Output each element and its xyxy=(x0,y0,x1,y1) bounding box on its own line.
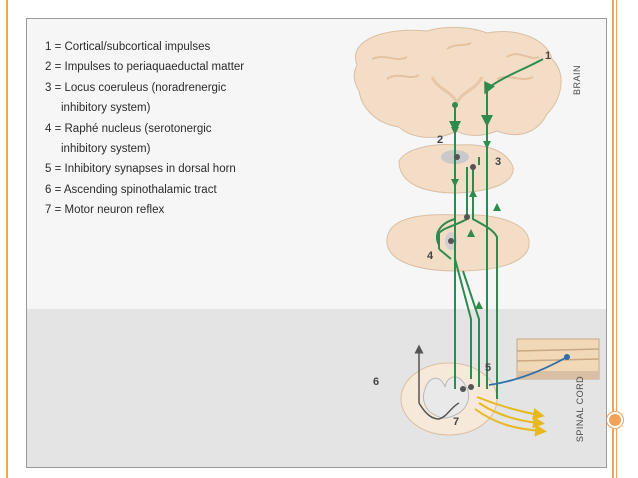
brain-section xyxy=(353,26,562,138)
legend-item-4-cont: inhibitory system) xyxy=(61,143,151,156)
spinal-cord-label: SPINAL CORD xyxy=(575,375,586,443)
legend: 1 = Cortical/subcortical impulses 2 = Im… xyxy=(45,37,244,221)
legend-item-2: 2 = Impulses to periaquaeductal matter xyxy=(45,61,245,74)
legend-item-1: 1 = Cortical/subcortical impulses xyxy=(45,41,211,53)
ascending-tract-loop xyxy=(418,402,460,420)
motor-reflex-arrows xyxy=(474,396,547,437)
pain-pathway-figure: 1 = Cortical/subcortical impulses 2 = Im… xyxy=(26,18,607,468)
marker-1: 1 xyxy=(545,50,551,62)
spinal-section-background xyxy=(27,309,606,467)
midbrain-section xyxy=(398,144,514,194)
marker-3: 3 xyxy=(495,156,501,168)
sensory-fiber xyxy=(488,356,568,386)
slide-border-right-inner xyxy=(616,0,617,478)
legend-item-3-cont: inhibitory system) xyxy=(61,102,151,115)
slide-border-right xyxy=(612,0,614,478)
legend-item-3: 3 = Locus coeruleus (noradrenergic xyxy=(45,81,227,94)
pathway-diagram: 1 2 3 4 5 6 7 xyxy=(353,26,600,437)
marker-6: 6 xyxy=(373,376,379,388)
medulla-section xyxy=(386,214,530,272)
slide-border-left xyxy=(6,0,8,478)
slide-accent-circle xyxy=(607,412,623,428)
pathway-arrows xyxy=(451,127,501,309)
brain-label: BRAIN xyxy=(572,64,583,96)
legend-item-4: 4 = Raphé nucleus (serotonergic xyxy=(45,122,212,135)
marker-7: 7 xyxy=(453,416,459,428)
marker-5: 5 xyxy=(485,362,491,374)
legend-item-7: 7 = Motor neuron reflex xyxy=(45,204,165,217)
marker-2: 2 xyxy=(437,134,443,146)
synapse-dots xyxy=(448,102,476,392)
marker-4: 4 xyxy=(427,250,434,262)
legend-item-6: 6 = Ascending spinothalamic tract xyxy=(45,183,217,196)
legend-item-5: 5 = Inhibitory synapses in dorsal horn xyxy=(45,163,236,176)
skin-block xyxy=(516,338,600,380)
